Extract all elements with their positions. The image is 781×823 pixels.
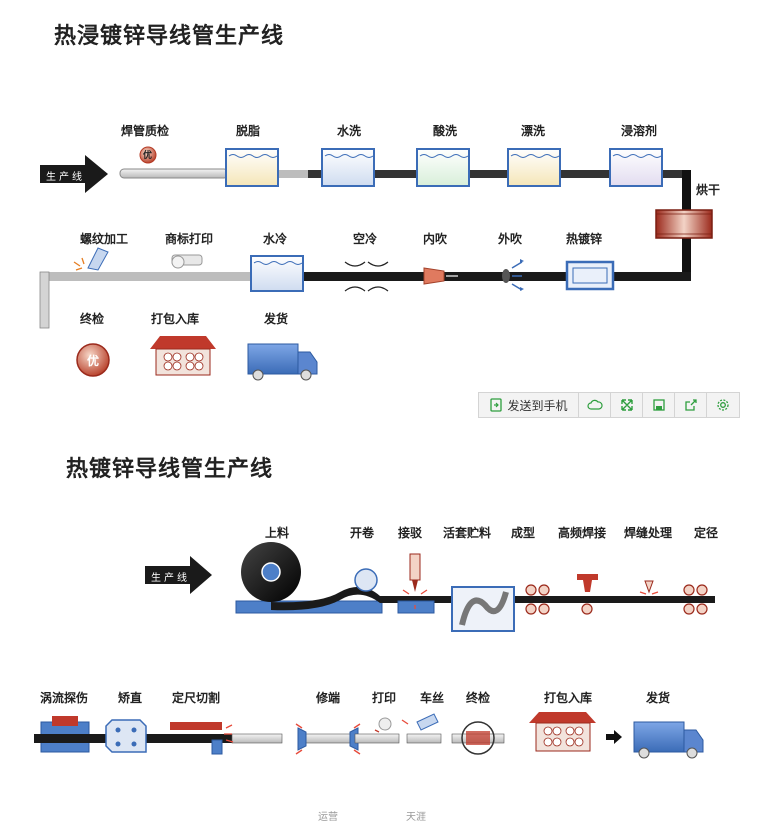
rinse-tank (507, 148, 561, 187)
share-button[interactable] (675, 393, 707, 417)
threading-tool (73, 247, 109, 271)
label-threading: 螺纹加工 (80, 232, 129, 246)
send-phone-icon (490, 398, 503, 412)
label-loading: 上料 (265, 526, 290, 540)
final-inspection-station (451, 721, 505, 755)
package-warehouse-icon (150, 336, 216, 376)
trademark-printer (171, 254, 203, 269)
printing-station (354, 717, 400, 744)
section1-title: 热浸镀锌导线管生产线 (54, 24, 285, 49)
label-package: 打包入库 (151, 312, 200, 326)
hf-welder (577, 574, 598, 615)
pickling-tank (416, 148, 470, 187)
production-line-arrow (40, 155, 108, 193)
label-joining: 接驳 (398, 526, 423, 540)
delivery-truck-icon (247, 343, 318, 381)
air-cooling-fans (344, 261, 389, 292)
share-toolbar: 发送到手机 (478, 392, 740, 418)
cut-to-length-saw (170, 722, 234, 755)
label-cut-to-length: 定尺切割 (172, 691, 221, 705)
label-uncoiling: 开卷 (350, 526, 375, 540)
package-warehouse-icon-2 (529, 712, 596, 752)
label-air-cooling: 空冷 (353, 232, 378, 246)
label-degreasing: 脱脂 (236, 124, 261, 138)
flux-tank (609, 148, 663, 187)
badge-text-2: 优 (87, 354, 100, 368)
delivery-truck-icon-2 (633, 721, 704, 759)
label-outer-blow: 外吹 (498, 232, 523, 246)
label-water-cooling: 水冷 (263, 232, 288, 246)
outer-blow-nozzle (502, 259, 524, 291)
label-galvanizing: 热镀锌 (566, 232, 603, 246)
section2-title: 热镀锌导线管生产线 (66, 457, 274, 482)
label-sizing: 定径 (694, 526, 719, 540)
straightener (105, 719, 147, 753)
settings-icon (717, 399, 729, 411)
share-icon (684, 399, 697, 411)
drying-oven (655, 209, 713, 239)
label-thread-cutting: 车丝 (420, 691, 445, 705)
arrow-label-1: 生产线 (46, 172, 85, 183)
return-pipe (40, 272, 691, 281)
label-straightening: 矫直 (118, 691, 143, 705)
label-inner-blow: 内吹 (423, 232, 448, 246)
save-icon (652, 399, 665, 411)
label-final-inspection: 终检 (80, 312, 105, 326)
label-weld-inspection: 焊管质检 (121, 124, 170, 138)
quality-badge-icon (139, 146, 157, 164)
badge-text-1: 优 (143, 151, 153, 161)
label-hf-welding: 高频焊接 (558, 526, 607, 540)
label-delivery: 发货 (264, 312, 289, 326)
footer-left-text: 运营 (318, 812, 338, 823)
label-final-check: 终检 (466, 691, 491, 705)
galvanizing-bath (565, 260, 615, 291)
label-drying: 烘干 (696, 183, 721, 197)
label-water-wash: 水洗 (337, 124, 362, 138)
label-seam-treatment: 焊缝处理 (624, 526, 673, 540)
label-package-2: 打包入库 (544, 691, 593, 705)
final-inspection-badge-icon (76, 343, 110, 377)
send-to-phone-label: 发送到手机 (507, 398, 568, 413)
settings-button[interactable] (707, 393, 739, 417)
production-line-arrow-2 (145, 556, 212, 594)
forming-rolls (525, 584, 550, 615)
thread-cutting (401, 713, 442, 744)
inspected-pipe (119, 168, 229, 179)
label-forming: 成型 (511, 526, 536, 540)
joining-welder (397, 553, 435, 614)
arrow-label-2: 生产线 (151, 573, 190, 584)
cloud-icon (586, 399, 603, 410)
label-printing: 打印 (372, 691, 397, 705)
eddy-current-tester (34, 716, 96, 753)
inner-blow-nozzle (423, 267, 458, 285)
label-rinse: 漂洗 (521, 124, 546, 138)
label-delivery-2: 发货 (646, 691, 671, 705)
label-trademark-print: 商标打印 (165, 232, 214, 246)
label-end-facing: 修端 (316, 691, 341, 705)
cloud-button[interactable] (579, 393, 611, 417)
water-cooling-tank (250, 255, 304, 292)
sizing-rolls (683, 584, 708, 615)
uncoiler-roll (354, 568, 378, 592)
water-wash-tank-1 (321, 148, 375, 187)
degreasing-tank (225, 148, 279, 187)
end-facing-tool (295, 723, 361, 755)
label-eddy-current: 涡流探伤 (40, 691, 89, 705)
strip-accumulator (451, 586, 515, 632)
save-button[interactable] (643, 393, 675, 417)
seam-treatment-tool (639, 580, 659, 595)
expand-button[interactable] (611, 393, 643, 417)
send-to-phone-button[interactable]: 发送到手机 (479, 393, 579, 417)
footer-right-text: 天涯 (406, 812, 426, 823)
to-delivery-arrow (606, 730, 622, 744)
label-pickling: 酸洗 (433, 124, 458, 138)
expand-icon (620, 399, 633, 411)
label-accumulator: 活套贮料 (443, 526, 492, 540)
label-flux: 浸溶剂 (621, 124, 658, 138)
